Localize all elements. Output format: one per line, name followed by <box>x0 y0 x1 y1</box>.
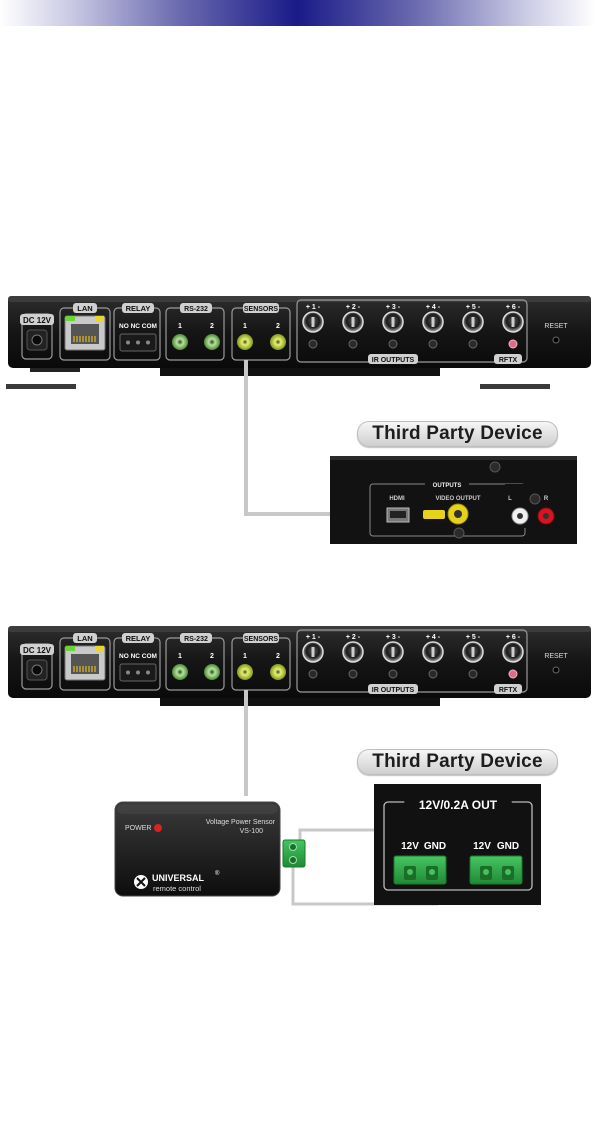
rs232-label: RS-232 <box>184 636 208 643</box>
reset-button[interactable] <box>552 336 560 344</box>
ir-output-5-label: + 5 - <box>466 634 481 641</box>
relay-label: RELAY <box>126 304 151 313</box>
ir-output-1-indicator <box>308 669 318 679</box>
relay-label: RELAY <box>126 634 151 643</box>
dc-port: DC 12V <box>20 643 54 690</box>
ir-output-2-label: + 2 - <box>346 304 361 311</box>
sensor-name-label: Voltage Power Sensor <box>206 819 276 826</box>
rs232-label: RS-232 <box>184 306 208 313</box>
v12-label-2: 12V <box>473 841 491 852</box>
ir-output-3-indicator <box>388 339 398 349</box>
rftx-label: RFTX <box>499 357 518 364</box>
sensor-model-label: VS-100 <box>240 828 263 835</box>
hdmi-label: HDMI <box>389 496 405 502</box>
ir-output-1-label: + 1 - <box>306 304 321 311</box>
sensors-label: SENSORS <box>244 636 279 643</box>
audio-l-label: L <box>508 496 512 502</box>
brand-sub-label: remote control <box>153 884 201 893</box>
ir-outputs-group: IR OUTPUTS RFTX + 1 - + 2 - + 3 - + 4 - + 5 … <box>296 299 528 364</box>
ir-outputs-group: IR OUTPUTS RFTX + 1 - + 2 - + 3 - + 4 - + 5 … <box>296 629 528 694</box>
ir-output-2-indicator <box>348 339 358 349</box>
output-rating-label: 12V/0.2A OUT <box>419 798 498 812</box>
ir-outputs-label: IR OUTPUTS <box>372 687 415 694</box>
ir-output-1-indicator <box>308 339 318 349</box>
ir-output-3-indicator <box>388 669 398 679</box>
gnd-label-2: GND <box>497 841 519 852</box>
relay-pins-label: NO NC COM <box>119 323 157 330</box>
reset-label: RESET <box>544 653 568 660</box>
rftx-indicator <box>508 669 518 679</box>
third-party-device-label-2: Third Party Device <box>357 749 558 775</box>
third-party-device-label-1: Third Party Device <box>357 421 558 447</box>
brand-registered: ® <box>215 870 220 877</box>
ir-output-1-label: + 1 - <box>306 634 321 641</box>
sensors-port: SENSORS 1 2 <box>231 303 291 361</box>
dc-label: DC 12V <box>23 646 52 655</box>
ir-output-5-label: + 5 - <box>466 304 481 311</box>
hub-rear-panel-1: DC 12V LAN RELAY NO NC COM RS-232 1 2 <box>6 296 591 389</box>
sensor-2-label: 2 <box>276 653 280 660</box>
rftx-label: RFTX <box>499 687 518 694</box>
reset-label: RESET <box>544 323 568 330</box>
ir-output-3-label: + 3 - <box>386 304 401 311</box>
third-party-power-panel: 12V/0.2A OUT 12V GND 12V GND <box>374 784 541 905</box>
hub-rear-panel-2: DC 12V LAN RELAY NO NC COM RS-232 1 2 <box>8 626 591 706</box>
ir-output-4-label: + 4 - <box>426 304 441 311</box>
power-label: POWER <box>125 825 151 832</box>
rs232-port: RS-232 1 2 <box>165 633 225 691</box>
gnd-label-1: GND <box>424 841 446 852</box>
voltage-power-sensor: POWER Voltage Power Sensor VS-100 UNIVER… <box>114 801 306 897</box>
rs232-1-label: 1 <box>178 323 182 330</box>
audio-r-label: R <box>544 496 549 502</box>
rs232-2-label: 2 <box>210 653 214 660</box>
ir-output-2-indicator <box>348 669 358 679</box>
terminal-block-1 <box>393 855 447 885</box>
sensor-terminal-block <box>282 839 306 868</box>
terminal-block-2 <box>469 855 523 885</box>
rs232-port: RS-232 1 2 <box>165 303 225 361</box>
ir-output-4-indicator <box>428 339 438 349</box>
lan-port: LAN <box>59 303 111 361</box>
rftx-indicator <box>508 339 518 349</box>
ir-output-2-label: + 2 - <box>346 634 361 641</box>
lan-port: LAN <box>59 633 111 691</box>
relay-port: RELAY NO NC COM <box>113 303 161 361</box>
dc-port: DC 12V <box>20 313 54 360</box>
power-led <box>154 824 162 832</box>
third-party-av-panel: OUTPUTS HDMI VIDEO OUTPUT L R <box>330 456 577 544</box>
rs232-1-label: 1 <box>178 653 182 660</box>
relay-pins-label: NO NC COM <box>119 653 157 660</box>
ir-outputs-label: IR OUTPUTS <box>372 357 415 364</box>
lan-label: LAN <box>77 304 92 313</box>
dc-label: DC 12V <box>23 316 52 325</box>
ir-output-5-indicator <box>468 669 478 679</box>
video-output-label: VIDEO OUTPUT <box>435 496 480 502</box>
ir-output-6-label: + 6 - <box>506 634 521 641</box>
sensors-port: SENSORS 1 2 <box>231 633 291 691</box>
sensors-label: SENSORS <box>244 306 279 313</box>
ir-output-5-indicator <box>468 339 478 349</box>
ir-output-3-label: + 3 - <box>386 634 401 641</box>
relay-port: RELAY NO NC COM <box>113 633 161 691</box>
yellow-rca-plug <box>423 510 445 519</box>
ir-output-4-label: + 4 - <box>426 634 441 641</box>
lan-label: LAN <box>77 634 92 643</box>
universal-logo: UNIVERSAL ® remote control <box>134 870 220 893</box>
brand-label: UNIVERSAL <box>152 873 205 883</box>
rs232-2-label: 2 <box>210 323 214 330</box>
header-gradient-bar <box>0 0 595 26</box>
sensor-2-label: 2 <box>276 323 280 330</box>
v12-label-1: 12V <box>401 841 419 852</box>
ir-output-4-indicator <box>428 669 438 679</box>
sensor-1-label: 1 <box>243 323 247 330</box>
reset-button[interactable] <box>552 666 560 674</box>
ir-output-6-label: + 6 - <box>506 304 521 311</box>
outputs-label: OUTPUTS <box>433 483 462 489</box>
sensor-1-label: 1 <box>243 653 247 660</box>
